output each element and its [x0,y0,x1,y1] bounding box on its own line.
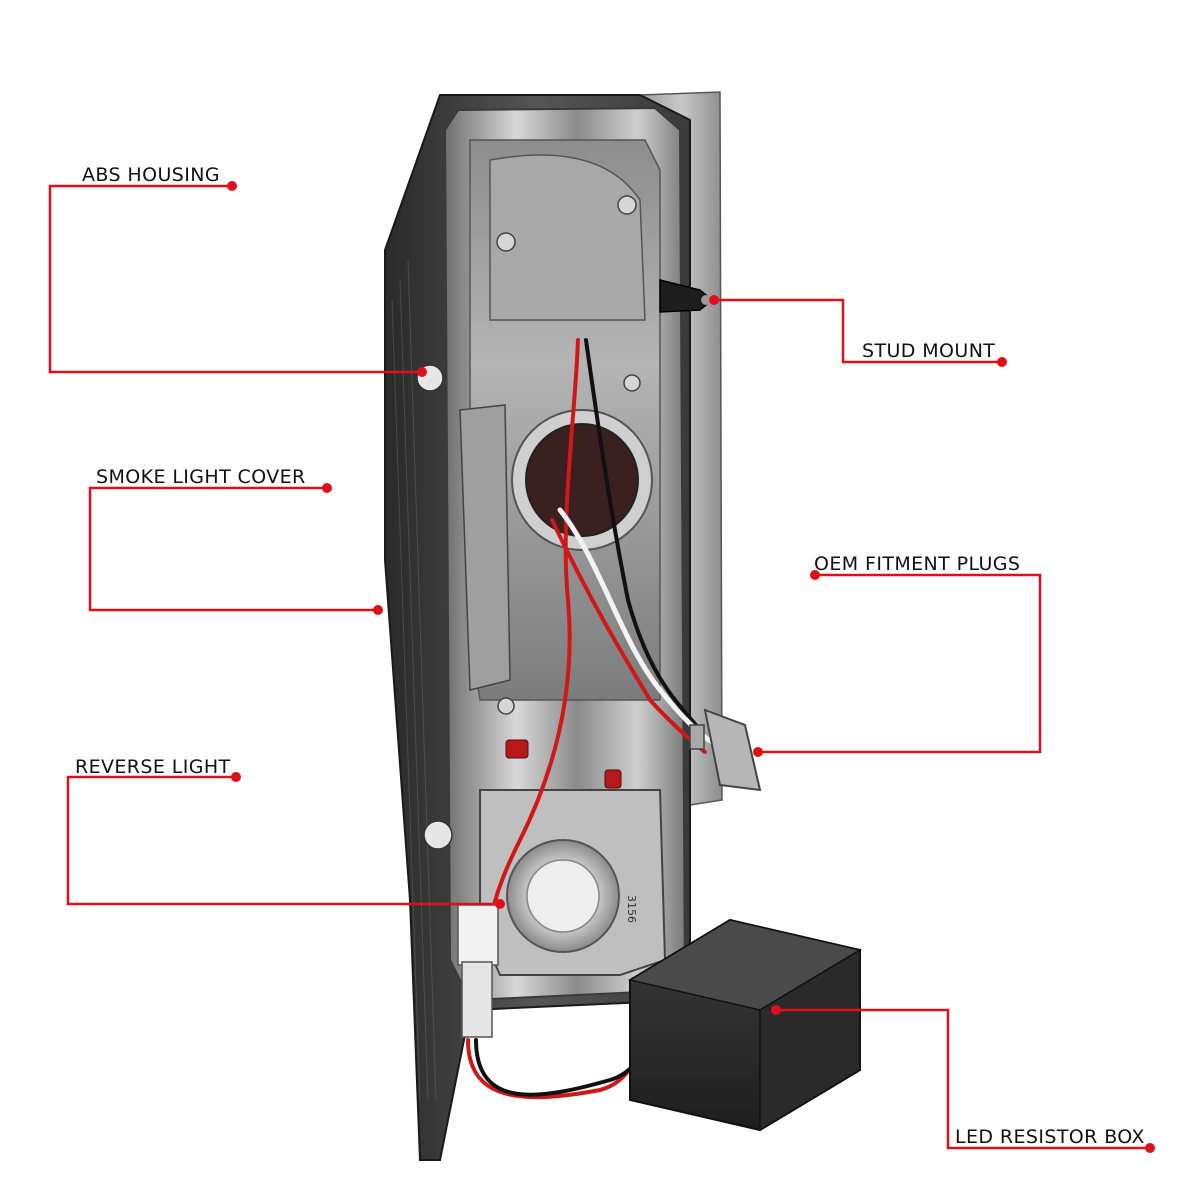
black-wire [584,338,702,732]
screw [623,374,641,392]
stud-mount-dot-label [997,357,1007,367]
reverse-light-connector [457,904,499,1038]
smoke-light-cover-label: SMOKE LIGHT COVER [96,466,306,488]
screw [496,232,516,252]
callout-lines [48,184,1150,1150]
abs-housing-label: ABS HOUSING [82,164,220,186]
lens-ridges [391,259,437,1101]
oem-fitment-plugs-dot-target [753,747,763,757]
oem-fitment-plugs-label: OEM FITMENT PLUGS [814,553,1021,575]
abs-housing-dot-label [227,181,237,191]
stud-mount-label: STUD MOUNT [862,340,996,362]
oem-plug-connector [689,708,762,792]
led-resistor-box-dot-target [771,1005,781,1015]
callout-dots [227,181,1155,1153]
screw [617,195,637,215]
tail-light-assembly: 3156 [384,91,862,1161]
oem-fitment-plugs-leader [758,573,1042,754]
resistor-red-wire [466,1038,642,1100]
stud-mount-pin [659,279,714,313]
reverse-light-dot-target [495,899,505,909]
screw [497,697,515,715]
red-wire [486,338,580,942]
reverse-light-label: REVERSE LIGHT [75,756,231,778]
reverse-light-dot-label [231,772,241,782]
smoke-light-cover-dot-target [373,605,383,615]
smoke-light-cover-dot-label [322,483,332,493]
red-reflectors [505,739,622,789]
oem-fitment-plugs-dot-label [810,570,820,580]
side-bolts [416,364,453,850]
led-resistor-box-leader [776,1008,1150,1150]
middle-bracket [459,404,511,691]
led-resistor-box [628,918,862,1132]
led-resistor-box-label: LED RESISTOR BOX [955,1126,1145,1148]
stud-mount-dot-target [709,295,719,305]
bulb-socket-opening [511,409,653,551]
resistor-black-wire [474,1038,650,1097]
lower-mounting-bolt [423,820,453,850]
smoke-light-cover-leader [88,486,378,612]
abs-housing-dot-target [417,367,427,377]
reverse-light-leader [66,775,500,906]
red-wire-2 [550,518,707,754]
abs-housing-leader [48,184,422,374]
stud-mount-leader [714,298,1002,364]
led-resistor-box-dot-label [1145,1143,1155,1153]
reverse-light-socket [506,839,620,953]
upper-bulb-cup [489,154,646,321]
bulb-code-marking: 3156 [625,895,638,923]
